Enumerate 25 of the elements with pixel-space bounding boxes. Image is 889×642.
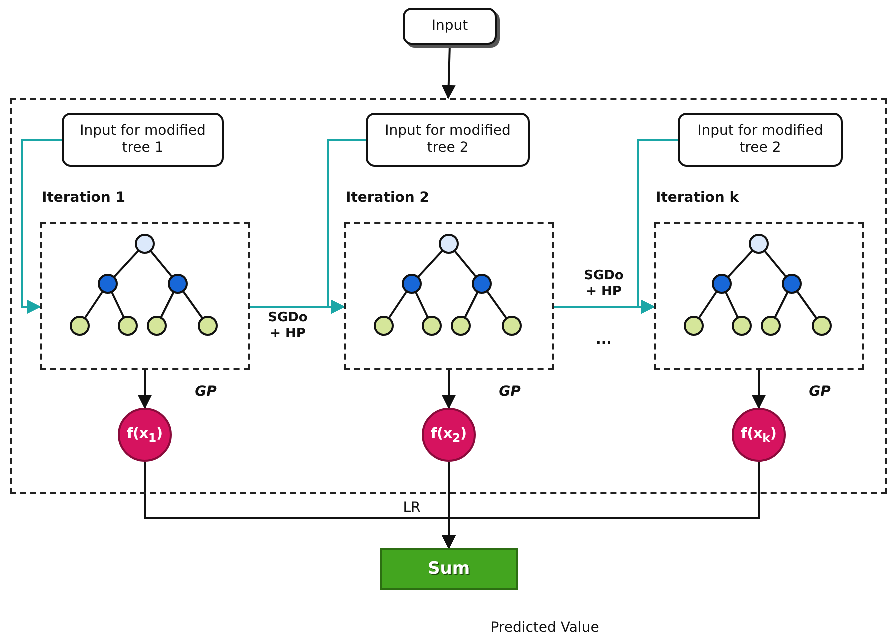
arrow <box>442 462 760 550</box>
input-box: Input for modified tree 2 <box>678 113 843 167</box>
arrow <box>752 370 766 410</box>
function-circle: f(x$_{1}$) <box>118 408 172 462</box>
sum-box: Sum <box>380 548 518 590</box>
input-box: Input for modified tree 2 <box>366 113 530 167</box>
dashed-frame <box>10 98 887 494</box>
arrow <box>21 139 62 314</box>
output-label: Predicted Value <box>490 620 600 636</box>
iteration-heading: Iteration 1 <box>42 190 126 206</box>
side-label: GP <box>809 384 831 400</box>
function-circle: f(x$_{2}$) <box>422 408 476 462</box>
iteration-heading: Iteration k <box>656 190 740 206</box>
input-box: Input <box>403 8 497 45</box>
input-box: Input for modified tree 1 <box>62 113 224 167</box>
function-circle: f(x$_{k}$) <box>732 408 786 462</box>
side-label: GP <box>499 384 521 400</box>
line-label: LR <box>403 500 421 516</box>
arrow <box>554 300 656 314</box>
arrow <box>250 300 346 314</box>
iteration-heading: Iteration 2 <box>346 190 430 206</box>
ellipsis-label: ... <box>596 332 612 348</box>
side-label: GP <box>195 384 217 400</box>
arrow <box>138 370 152 410</box>
arrow <box>442 370 456 410</box>
